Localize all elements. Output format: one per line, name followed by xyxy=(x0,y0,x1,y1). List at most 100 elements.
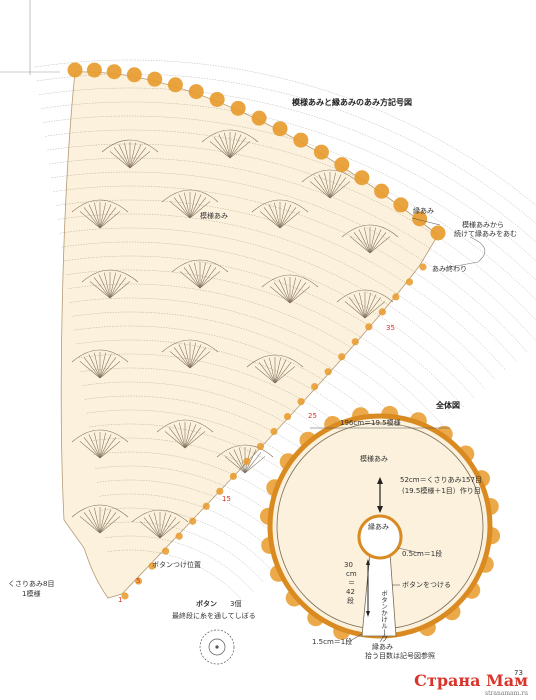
fan-motif-stroke xyxy=(88,434,101,459)
fan-motif-stroke xyxy=(289,279,302,304)
fan-edging-top xyxy=(67,62,446,241)
overall-title: 全体図 xyxy=(436,401,460,410)
row-number-15: 15 xyxy=(222,495,231,503)
fan-motif-arc xyxy=(251,199,309,213)
edge-side-scallop xyxy=(270,427,278,436)
button-center-dot xyxy=(215,645,219,649)
fan-motif-stroke xyxy=(369,227,376,254)
edge-scallop xyxy=(272,121,288,137)
stitch-row xyxy=(66,269,454,417)
fan-motif-stroke xyxy=(228,452,246,474)
fan-motif-stroke xyxy=(179,271,201,289)
fan-motif-stroke xyxy=(224,132,231,159)
edge-scallop xyxy=(374,183,390,199)
chain-count-label: くさりあみ8目 xyxy=(8,580,55,588)
fan-motif-stroke xyxy=(79,516,101,534)
fan-motif-stroke xyxy=(218,134,231,159)
stitch-row xyxy=(49,157,536,342)
main-title: 模様あみと縁あみのあみ方記号図 xyxy=(292,98,412,107)
fan-motif-arc xyxy=(81,269,139,283)
chain-arrow-head-top xyxy=(377,477,383,484)
edge-width-leader xyxy=(397,547,421,554)
fan-motif-stroke xyxy=(188,264,201,289)
fan-motif-arc xyxy=(341,224,399,238)
edge-side-scallop xyxy=(202,502,210,510)
fan-motif-stroke xyxy=(229,137,247,159)
fan-motif-stroke xyxy=(179,422,186,449)
overall-edge-width: 0.5cm＝1段 xyxy=(402,550,443,558)
fan-motif-stroke xyxy=(279,204,292,229)
fan-motif-stroke xyxy=(99,432,106,459)
fan-motif-stroke xyxy=(173,197,191,219)
fan-motif-stroke xyxy=(83,357,101,379)
edge-scallop xyxy=(412,211,428,227)
fan-motif-stroke xyxy=(129,151,151,169)
edge-scallop xyxy=(313,144,329,160)
fan-motif-stroke xyxy=(254,366,276,384)
fan-motif-stroke xyxy=(274,202,281,229)
stitch-row xyxy=(34,59,536,206)
edge-side-scallop xyxy=(324,368,332,376)
edge-scallop xyxy=(67,62,83,78)
button-diagram xyxy=(199,629,235,665)
fan-motif-stroke xyxy=(99,211,121,229)
edge-scallop xyxy=(430,225,446,241)
fan-motif-stroke xyxy=(159,514,172,539)
stitch-row xyxy=(45,129,536,301)
fan-motif-stroke xyxy=(189,344,202,369)
fan-pattern-label: 模様あみ xyxy=(200,212,228,220)
fan-motif-stroke xyxy=(263,359,276,384)
fan-motif-stroke xyxy=(143,517,161,539)
fan-motif-stroke xyxy=(98,274,111,299)
fan-motif-stroke xyxy=(93,277,111,299)
fan-motif-stroke xyxy=(164,431,186,449)
fan-motif-arc xyxy=(216,444,274,458)
overall-bottom-edging: 縁あみ xyxy=(372,643,393,651)
fan-motif-arc xyxy=(171,259,229,273)
fan-motif-stroke xyxy=(364,301,386,319)
fan-motif-stroke xyxy=(178,194,191,219)
fan-motif-stroke xyxy=(274,366,296,384)
fan-motif-stroke xyxy=(189,351,211,369)
edge-side-scallop xyxy=(189,517,197,525)
fan-motif-stroke xyxy=(344,301,366,319)
fan-motif-arc xyxy=(71,504,129,518)
row-number-5: 5 xyxy=(136,577,141,585)
fan-motif-stroke xyxy=(324,172,331,199)
fan-motif-stroke xyxy=(199,271,221,289)
fan-motif-stroke xyxy=(259,211,281,229)
stitch-row xyxy=(55,199,507,371)
fan-motif-stroke xyxy=(289,286,311,304)
fan-motif-stroke xyxy=(184,427,202,449)
fan-motif-stroke xyxy=(348,297,366,319)
stitch-row xyxy=(68,283,443,426)
overall-height-42: 42 xyxy=(346,588,355,596)
fan-motif-arc xyxy=(101,139,159,153)
fan-motif-stroke xyxy=(99,361,121,379)
fan-motif-stroke xyxy=(199,262,206,289)
fan-motif-stroke xyxy=(244,452,262,474)
fan-motif-stroke xyxy=(229,134,242,159)
edge-scallop xyxy=(188,84,204,100)
fan-motif-stroke xyxy=(184,424,197,449)
bottom-width-leader xyxy=(349,633,363,642)
fan-motif-stroke xyxy=(199,264,212,289)
fan-motif-stroke xyxy=(109,277,127,299)
fan-motif-arc xyxy=(71,199,129,213)
fan-motif-stroke xyxy=(109,281,131,299)
overall-height-dan: 段 xyxy=(347,597,354,605)
stitch-row xyxy=(70,297,433,436)
stitch-row xyxy=(47,143,536,321)
fan-motif-stroke xyxy=(79,361,101,379)
fan-motif-stroke xyxy=(129,144,142,169)
overall-bottom-note: 拾う目数は記号図参照 xyxy=(365,652,435,660)
fan-motif-stroke xyxy=(349,236,371,254)
overall-neck-opening xyxy=(357,514,403,560)
edge-side-scallop xyxy=(419,263,427,271)
stitch-row xyxy=(63,255,464,408)
edge-scallop xyxy=(354,170,370,186)
fan-motif-stroke xyxy=(353,294,366,319)
fan-motif-stroke xyxy=(154,512,161,539)
